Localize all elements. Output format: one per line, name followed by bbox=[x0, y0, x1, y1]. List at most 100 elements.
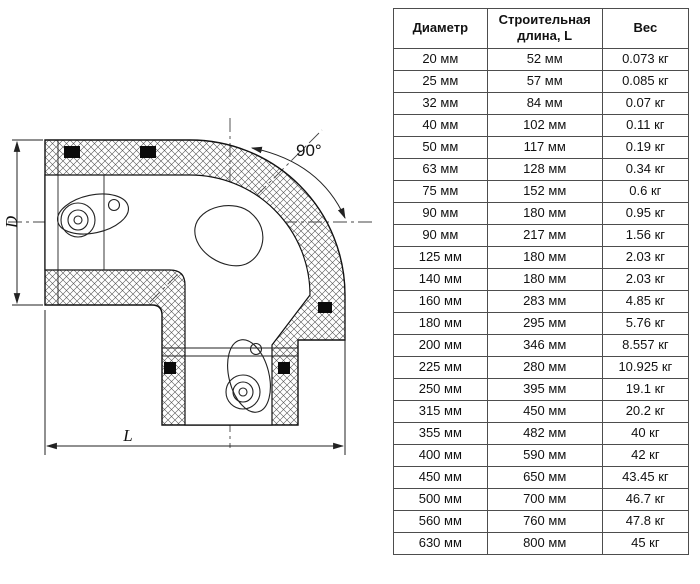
table-cell: 450 мм bbox=[393, 465, 488, 489]
table-cell: 52 мм bbox=[486, 47, 603, 71]
table-cell: 125 мм bbox=[393, 245, 488, 269]
table-cell: 800 мм bbox=[486, 531, 603, 555]
table-cell: 0.073 кг bbox=[601, 47, 690, 71]
table-cell: 75 мм bbox=[393, 179, 488, 203]
elbow-drawing: D L 90° bbox=[2, 118, 372, 455]
table-cell: 0.34 кг bbox=[601, 157, 690, 181]
table-cell: 346 мм bbox=[486, 333, 603, 357]
dim-d-label: D bbox=[2, 215, 21, 229]
table-cell: 20.2 кг bbox=[601, 399, 690, 423]
table-cell: 102 мм bbox=[486, 113, 603, 137]
table-cell: 40 кг bbox=[601, 421, 690, 445]
table-cell: 32 мм bbox=[393, 91, 488, 115]
table-cell: 315 мм bbox=[393, 399, 488, 423]
clamp-ear-bottom bbox=[225, 339, 271, 413]
table-cell: 84 мм bbox=[486, 91, 603, 115]
elbow-bore bbox=[44, 174, 311, 426]
table-cell: 630 мм bbox=[393, 531, 488, 555]
table-cell: 1.56 кг bbox=[601, 223, 690, 247]
table-cell: 0.19 кг bbox=[601, 135, 690, 159]
table-cell: 450 мм bbox=[486, 399, 603, 423]
table-cell: 500 мм bbox=[393, 487, 488, 511]
table-cell: 46.7 кг bbox=[601, 487, 690, 511]
spec-table-head: Диаметр Строительная длина, L Вес bbox=[393, 8, 690, 49]
table-cell: 0.6 кг bbox=[601, 179, 690, 203]
table-cell: 152 мм bbox=[486, 179, 603, 203]
table-cell: 47.8 кг bbox=[601, 509, 690, 533]
table-cell: 180 мм bbox=[393, 311, 488, 335]
table-cell: 0.07 кг bbox=[601, 91, 690, 115]
table-cell: 117 мм bbox=[486, 135, 603, 159]
table-cell: 217 мм bbox=[486, 223, 603, 247]
table-cell: 140 мм bbox=[393, 267, 488, 291]
table-cell: 280 мм bbox=[486, 355, 603, 379]
table-cell: 482 мм bbox=[486, 421, 603, 445]
table-cell: 0.95 кг bbox=[601, 201, 690, 225]
table-cell: 180 мм bbox=[486, 245, 603, 269]
angle-arc bbox=[250, 146, 346, 220]
table-cell: 128 мм bbox=[486, 157, 603, 181]
elbow-drawing-svg: D L 90° bbox=[2, 118, 372, 455]
table-cell: 180 мм bbox=[486, 267, 603, 291]
table-cell: 45 кг bbox=[601, 531, 690, 555]
bend-core-detail bbox=[194, 205, 264, 267]
table-cell: 225 мм bbox=[393, 355, 488, 379]
table-cell: 250 мм bbox=[393, 377, 488, 401]
table-cell: 0.085 кг bbox=[601, 69, 690, 93]
table-cell: 5.76 кг bbox=[601, 311, 690, 335]
table-cell: 4.85 кг bbox=[601, 289, 690, 313]
table-cell: 25 мм bbox=[393, 69, 488, 93]
header-weight: Вес bbox=[601, 8, 690, 49]
angle-label: 90° bbox=[296, 141, 322, 160]
table-cell: 50 мм bbox=[393, 135, 488, 159]
table-cell: 8.557 кг bbox=[601, 333, 690, 357]
table-cell: 400 мм bbox=[393, 443, 488, 467]
dimension-d bbox=[12, 139, 43, 306]
dim-l-label: L bbox=[122, 426, 132, 445]
header-diameter: Диаметр bbox=[393, 8, 488, 49]
table-cell: 650 мм bbox=[486, 465, 603, 489]
table-cell: 43.45 кг bbox=[601, 465, 690, 489]
table-cell: 760 мм bbox=[486, 509, 603, 533]
table-cell: 700 мм bbox=[486, 487, 603, 511]
table-cell: 180 мм bbox=[486, 201, 603, 225]
table-cell: 560 мм bbox=[393, 509, 488, 533]
table-cell: 10.925 кг bbox=[601, 355, 690, 379]
table-cell: 395 мм bbox=[486, 377, 603, 401]
table-cell: 40 мм bbox=[393, 113, 488, 137]
clamp-ear-left bbox=[57, 193, 129, 238]
table-cell: 2.03 кг bbox=[601, 245, 690, 269]
table-cell: 90 мм bbox=[393, 201, 488, 225]
header-row: Диаметр Строительная длина, L Вес bbox=[393, 8, 690, 49]
table-cell: 42 кг bbox=[601, 443, 690, 467]
table-cell: 20 мм bbox=[393, 47, 488, 71]
table-cell: 283 мм bbox=[486, 289, 603, 313]
table-cell: 590 мм bbox=[486, 443, 603, 467]
header-length: Строительная длина, L bbox=[486, 8, 603, 49]
table-cell: 160 мм bbox=[393, 289, 488, 313]
